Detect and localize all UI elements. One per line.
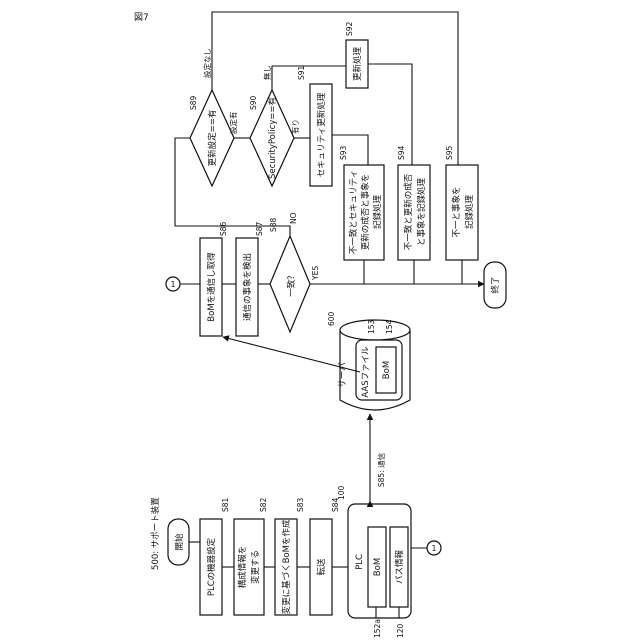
step-s92-id: S92 (345, 21, 354, 36)
step-s95-text-1: 不一と事象を (451, 186, 462, 237)
plc-title: PLC (355, 554, 365, 570)
connector-top: 1 (166, 277, 180, 291)
step-s94-box: 不一致と更新の成否 と事象を記録処理 (398, 165, 430, 260)
step-s83-box: 変更に基づくBoMを作成 (275, 519, 297, 615)
step-s95-text-2: 記録処理 (464, 195, 475, 230)
server-aas: AASファイル (361, 346, 371, 398)
start-terminal: 開始 (168, 519, 189, 565)
step-s91-text: セキュリティ更新処理 (316, 92, 327, 177)
step-s82-id: S82 (259, 497, 268, 512)
server-aas-ref: 153 (367, 319, 376, 334)
decision-s90-text: SecurityPolicy==有 (267, 97, 278, 179)
step-s82-text-1: 構成情報を (237, 546, 248, 589)
step-s82-box: 構成情報を 変更する (234, 519, 264, 615)
step-s86-text: BoMを通信し取得 (206, 252, 217, 322)
step-s88-id: S88 (269, 217, 278, 232)
step-s92-box: 更新処理 (346, 40, 368, 88)
step-s83-id: S83 (296, 497, 305, 512)
step-s85-label: S85: 通信 (376, 452, 386, 487)
decision-s89-text: 更新設定==有 (207, 110, 218, 167)
plc-bom: BoM (373, 558, 383, 576)
step-s84-text: 転送 (316, 558, 327, 576)
step-s93-id: S93 (339, 145, 348, 160)
step-s84-box: 転送 (310, 519, 332, 615)
server-bom: BoM (382, 361, 392, 379)
step-s87-text: 通信の事象を検出 (242, 253, 253, 321)
plc-path-info: パス情報 (394, 550, 405, 585)
start-label: 開始 (174, 533, 185, 551)
step-s81-box: PLCの機器設定 (200, 519, 222, 615)
step-s86-id: S86 (219, 221, 228, 236)
end-label: 終了 (490, 276, 501, 293)
end-terminal: 終了 (484, 262, 506, 308)
server-bom-ref: 154 (385, 319, 394, 334)
connector-bottom-label: 1 (432, 544, 437, 553)
step-s83-text: 変更に基づくBoMを作成 (281, 519, 292, 614)
step-s87-box: 通信の事象を検出 (236, 238, 258, 336)
connector-top-label: 1 (171, 280, 176, 289)
step-s90-id: S90 (249, 95, 258, 110)
plc-path-ref: 120 (396, 623, 405, 638)
branch-policy-yes: 有り (290, 119, 300, 134)
step-s81-text: PLCの機器設定 (206, 537, 217, 596)
server-ref: 600 (327, 311, 336, 326)
step-s82-text-2: 変更する (250, 550, 261, 584)
step-s93-box: 不一致とセキュリティ 更新の成否と事象を 記録処理 (344, 165, 384, 260)
branch-policy-none: 無し (262, 65, 272, 80)
device-label: 500: サポート装置 (150, 497, 161, 570)
step-s94-id: S94 (397, 145, 406, 160)
step-s89-id: S89 (189, 95, 198, 110)
step-s81-id: S81 (221, 497, 230, 512)
figure-label: 図7 (134, 12, 149, 23)
connector-bottom: 1 (427, 541, 441, 555)
step-s94-text-2: と事象を記録処理 (416, 178, 427, 247)
step-s95-box: 不一と事象を 記録処理 (446, 165, 478, 260)
step-s95-id: S95 (445, 145, 454, 160)
step-s93-text-3: 記録処理 (372, 195, 383, 230)
branch-setting-yes: 設定有 (228, 111, 238, 134)
branch-setting-none: 設定なし (202, 48, 212, 78)
server-title: サーバ (338, 362, 348, 388)
step-s93-text-2: 更新の成否と事象を (360, 174, 371, 251)
step-s87-id: S87 (255, 221, 264, 236)
plc-container: PLC BoM パス情報 (348, 504, 411, 618)
step-s86-box: BoMを通信し取得 (200, 238, 222, 336)
branch-no: NO (289, 212, 298, 224)
step-s91-box: セキュリティ更新処理 (310, 84, 332, 186)
plc-ref: 100 (337, 485, 346, 500)
branch-yes: YES (311, 266, 320, 281)
step-s91-id: S91 (297, 65, 306, 80)
plc-bom-ref: 152a (373, 619, 382, 638)
decision-s88: 一致？ (270, 236, 310, 332)
decision-s88-text: 一致？ (286, 271, 297, 297)
step-s93-text-1: 不一致とセキュリティ (348, 170, 359, 255)
step-s92-text: 更新処理 (352, 47, 363, 82)
step-s94-text-1: 不一致と更新の成否 (403, 173, 414, 250)
